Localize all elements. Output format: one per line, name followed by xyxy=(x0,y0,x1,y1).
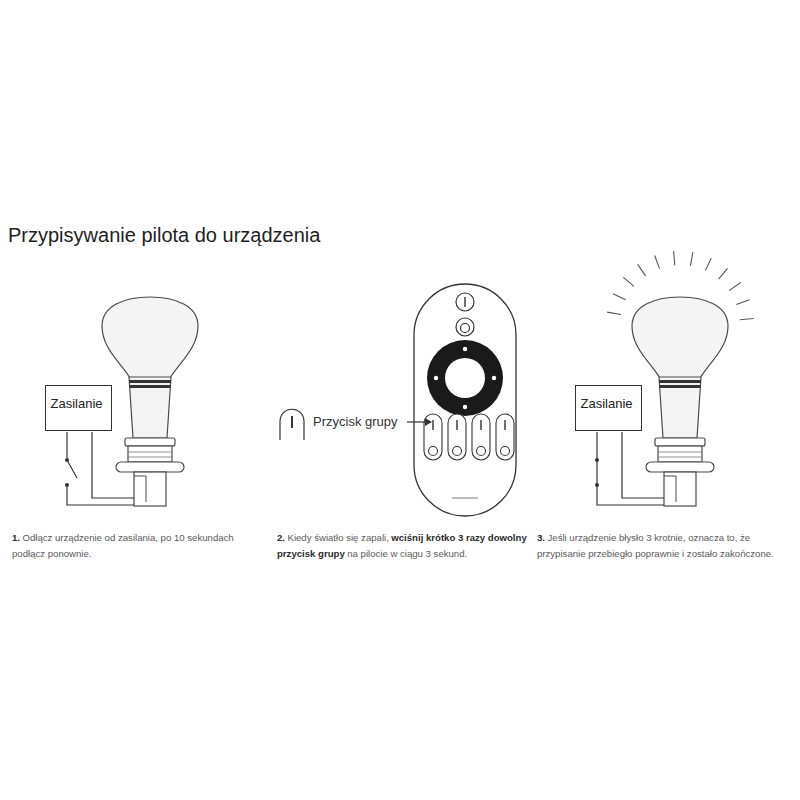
node-text: Zasilanie xyxy=(581,396,636,411)
leader-line xyxy=(407,418,432,426)
step-emphasis: 1. xyxy=(12,532,20,543)
light-ray xyxy=(638,264,646,275)
light-ray xyxy=(736,300,749,305)
light-ray xyxy=(740,319,754,320)
power-box: Zasilanie xyxy=(45,385,112,431)
light-ray xyxy=(607,312,621,314)
finger-button-icon xyxy=(280,409,304,440)
step-text: na pilocie w ciągu 3 sekund. xyxy=(347,548,467,559)
light-ray xyxy=(623,277,634,286)
power-box: Zasilanie xyxy=(575,385,642,431)
step-caption: 1.Odłącz urządzenie od zasilania, po 10 … xyxy=(12,530,262,561)
light-ray xyxy=(674,251,675,265)
step-caption: 2.Kiedy światło się zapali,wciśnij krótk… xyxy=(277,530,527,561)
light-ray xyxy=(705,258,711,271)
light-ray xyxy=(690,252,692,266)
group-button xyxy=(496,414,514,460)
step-text: Jeśli urządzenie błysło 3 krotnie, oznac… xyxy=(537,532,774,559)
light-ray xyxy=(655,255,660,268)
light-ray xyxy=(719,268,728,279)
title: Przypisywanie pilota do urządzenia xyxy=(8,224,320,247)
remote xyxy=(414,284,516,516)
step-emphasis: 3. xyxy=(537,532,545,543)
group-button xyxy=(424,414,442,460)
step-emphasis: 2. xyxy=(277,532,285,543)
light-ray xyxy=(729,283,740,291)
step-text: Kiedy światło się zapali, xyxy=(288,532,389,543)
step-text: Odłącz urządzenie od zasilania, po 10 se… xyxy=(12,532,234,559)
group-button xyxy=(448,414,466,460)
step-caption: 3.Jeśli urządzenie błysło 3 krotnie, ozn… xyxy=(537,530,782,561)
light-ray xyxy=(613,294,626,300)
callout-label: Przycisk grupy xyxy=(312,414,399,429)
bulb-right xyxy=(595,251,754,506)
node-text: Zasilanie xyxy=(51,396,106,411)
group-button xyxy=(472,414,490,460)
